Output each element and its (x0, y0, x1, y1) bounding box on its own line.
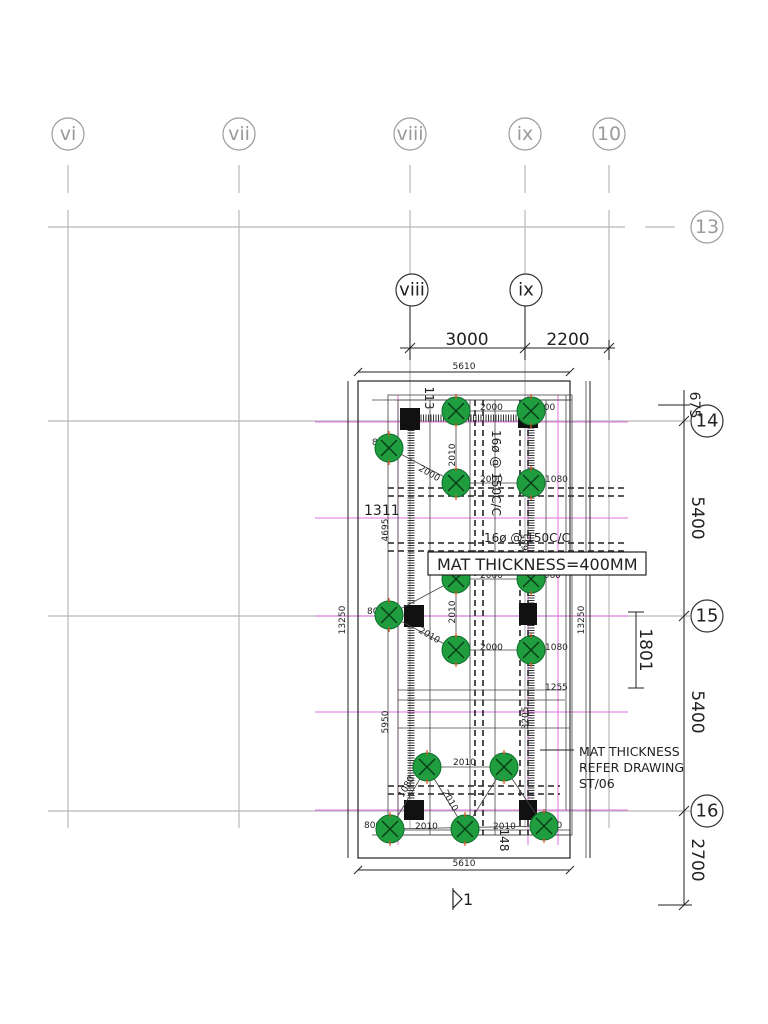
pile (441, 466, 471, 500)
grid-label-ix: ix (517, 123, 534, 145)
spacing-label: 2000 (480, 475, 503, 485)
detail-bubbles: viii ix (395, 273, 610, 360)
pile (516, 466, 546, 500)
grid-bubbles-right: 13 14 15 16 (690, 210, 724, 828)
dim-left-offset: 1311 (364, 503, 400, 519)
spacing-label: 1080 (545, 475, 568, 485)
pile (374, 431, 404, 465)
mat-note: MAT THICKNESS REFER DRAWING ST/06 (540, 744, 684, 791)
detail-label-ix: ix (518, 280, 534, 301)
grid-label-14: 14 (696, 411, 719, 432)
right-dimensions: 675 5400 5400 2700 1801 (628, 390, 707, 911)
spacing-label: 2685 (521, 534, 531, 557)
spacing-label: 2010 (415, 822, 438, 832)
spacing-label: 2000 (480, 403, 503, 413)
pile (450, 812, 480, 846)
detail-label-viii: viii (399, 280, 425, 301)
pile (529, 809, 559, 843)
dim-5400-upper: 5400 (687, 496, 707, 539)
piles (374, 394, 559, 846)
note-line-1: MAT THICKNESS (579, 744, 680, 759)
dim-height-right: 13250 (577, 605, 587, 634)
dim-5400-lower: 5400 (687, 690, 707, 733)
dim-1801: 1801 (635, 628, 655, 671)
spacing-label: 2000 (417, 464, 442, 484)
dim-bottom-offset: 148 (497, 829, 511, 852)
pile (412, 750, 442, 784)
spacing-label: 2010 (448, 600, 458, 623)
mat-dimensions: 5610 5610 13250 13250 4695 5950 1311 113… (338, 362, 591, 875)
rebar-note-vertical: 16ø @ 150C/C (489, 430, 503, 516)
spacing-label: 2000 (480, 571, 503, 581)
spacing-label: 800 (538, 403, 555, 413)
pile (375, 812, 405, 846)
mat-thickness-label: MAT THICKNESS=400MM (427, 551, 647, 576)
pile (374, 598, 404, 632)
spacing-label: 3205 (521, 707, 531, 730)
grid-label-viii: viii (396, 123, 423, 145)
spacing-label: 2000 (480, 643, 503, 653)
note-line-2: REFER DRAWING (579, 760, 684, 775)
section-label: 1 (463, 890, 473, 909)
pile (516, 633, 546, 667)
rebar-note-horizontal: 16ø @ 150C/C (484, 531, 570, 545)
mat-thickness-text: MAT THICKNESS=400MM (437, 555, 638, 574)
grid-bubbles-top: vi vii viii ix 10 (51, 117, 626, 151)
grid-label-15: 15 (696, 606, 719, 627)
top-dimension: 3000 2200 (400, 330, 615, 354)
dim-2200: 2200 (546, 330, 589, 350)
grid-label-13: 13 (695, 216, 719, 238)
rebar-notes: 16ø @ 150C/C 16ø @ 150C/C (484, 430, 570, 545)
spacing-label: 2010 (417, 626, 442, 646)
section-marker: 1 (452, 888, 473, 910)
dim-width-bottom: 5610 (453, 859, 476, 869)
spacing-label: 2010 (448, 443, 458, 466)
dim-left-lower: 5950 (381, 710, 391, 733)
spacing-label: 1060 (538, 571, 561, 581)
grid-label-vii: vii (228, 123, 250, 145)
dim-2700: 2700 (687, 838, 707, 881)
spacing-label: 1255 (545, 683, 568, 693)
dim-left-upper: 4695 (381, 519, 391, 542)
grid-label-16: 16 (696, 801, 719, 822)
pile (516, 394, 546, 428)
pile (441, 394, 471, 428)
dim-width-top: 5610 (453, 362, 476, 372)
spacing-label: 2010 (493, 822, 516, 832)
dim-height-left: 13250 (338, 605, 348, 634)
spacing-label: 1080 (545, 643, 568, 653)
pile (489, 750, 519, 784)
grid-label-10: 10 (597, 123, 621, 145)
pile (441, 633, 471, 667)
dim-3000: 3000 (445, 330, 488, 350)
dim-top-offset: 113 (422, 387, 436, 410)
spacing-label: 800 (364, 821, 381, 831)
grid-label-vi: vi (60, 123, 77, 145)
note-line-3: ST/06 (579, 776, 615, 791)
dim-675: 675 (686, 392, 702, 419)
spacing-label: 2010 (453, 758, 476, 768)
